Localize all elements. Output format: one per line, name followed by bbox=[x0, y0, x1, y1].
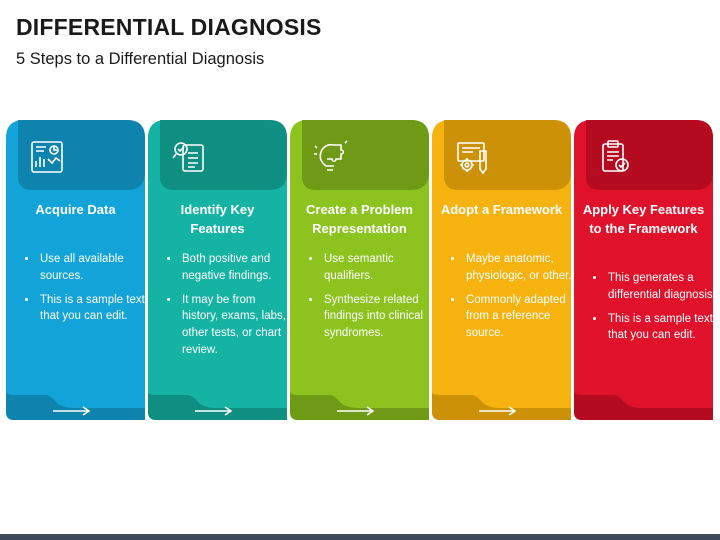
arrow-right-icon bbox=[53, 406, 91, 416]
step-title: Create a Problem Representation bbox=[306, 202, 413, 236]
step-bullet-list: Use semantic qualifiers. Synthesize rela… bbox=[308, 251, 434, 349]
bullet-item: Synthesize related findings into clinica… bbox=[322, 292, 434, 342]
step-card-apply-key-features: Apply Key Features to the Framework This… bbox=[574, 120, 716, 420]
bullet-item: This is a sample text that you can edit. bbox=[38, 292, 150, 326]
step-card-adopt-framework: Adopt a Framework Maybe anatomic, physio… bbox=[432, 120, 571, 420]
card-background bbox=[432, 120, 571, 420]
data-analysis-icon bbox=[18, 128, 76, 186]
page-title: DIFFERENTIAL DIAGNOSIS bbox=[16, 14, 322, 40]
page-subtitle: 5 Steps to a Differential Diagnosis bbox=[16, 50, 265, 68]
step-bullet-list: Use all available sources. This is a sam… bbox=[24, 251, 150, 332]
step-card-problem-representation: Create a Problem Representation Use sema… bbox=[290, 120, 429, 420]
bullet-item: This is a sample text that you can edit. bbox=[606, 311, 718, 345]
clipboard-check-icon bbox=[586, 128, 644, 186]
framework-gears-icon bbox=[444, 128, 502, 186]
step-title: Adopt a Framework bbox=[440, 202, 563, 217]
lightbulb-puzzle-icon bbox=[302, 128, 360, 186]
step-title: Acquire Data bbox=[35, 202, 116, 217]
step-card-acquire-data: Acquire Data Use all available sources. … bbox=[6, 120, 145, 420]
arrow-right-icon bbox=[479, 406, 517, 416]
bullet-item: Use all available sources. bbox=[38, 251, 150, 285]
step-card-identify-key-features: Identify Key Features Both positive and … bbox=[148, 120, 287, 420]
card-background bbox=[574, 120, 713, 420]
step-bullet-list: Maybe anatomic, physiologic, or other. C… bbox=[450, 251, 576, 349]
bullet-item: Use semantic qualifiers. bbox=[322, 251, 434, 285]
bullet-item: Both positive and negative findings. bbox=[180, 251, 292, 285]
card-background bbox=[148, 120, 287, 420]
checklist-magnifier-icon bbox=[160, 128, 218, 186]
step-bullet-list: Both positive and negative findings. It … bbox=[166, 251, 292, 366]
bullet-item: Commonly adapted from a reference source… bbox=[464, 292, 576, 342]
arrow-right-icon bbox=[195, 406, 233, 416]
footer-bar bbox=[0, 534, 720, 540]
bullet-item: It may be from history, exams, labs, oth… bbox=[180, 292, 292, 359]
arrow-right-icon bbox=[337, 406, 375, 416]
step-title: Identify Key Features bbox=[180, 202, 255, 236]
step-title: Apply Key Features to the Framework bbox=[582, 202, 705, 236]
card-background bbox=[6, 120, 145, 420]
card-background bbox=[290, 120, 429, 420]
bullet-item: Maybe anatomic, physiologic, or other. bbox=[464, 251, 576, 285]
step-bullet-list: This generates a differential diagnosis.… bbox=[592, 270, 718, 351]
bullet-item: This generates a differential diagnosis. bbox=[606, 270, 718, 304]
